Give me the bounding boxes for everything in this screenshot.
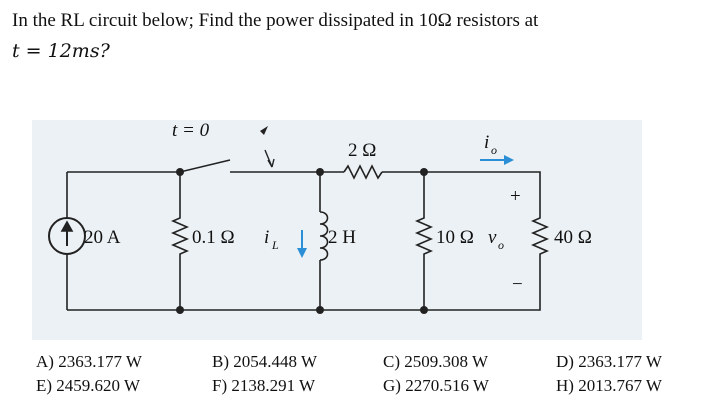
question-line-1: In the RL circuit below; Find the power …: [12, 10, 539, 31]
il-subscript: L: [271, 238, 279, 252]
answer-option-c[interactable]: C) 2509.308 W: [383, 352, 488, 371]
answer-option-d[interactable]: D) 2363.177 W: [556, 352, 662, 371]
io-arrow-icon: [504, 155, 514, 165]
resistor-10-ohm: [414, 172, 434, 310]
r3-label: 10 Ω: [436, 227, 474, 248]
answer-option-e[interactable]: E) 2459.620 W: [36, 376, 141, 395]
source-label: 20 A: [84, 227, 121, 248]
il-label: i: [264, 227, 269, 248]
circuit-svg: t = 0 20 A 0.1 Ω i L 2 H 2 Ω i o 10 Ω v …: [48, 120, 592, 314]
current-source-symbol: [48, 217, 86, 255]
io-subscript: o: [491, 143, 497, 157]
switch-label-arrow-icon: [260, 126, 268, 135]
minus-sign: −: [512, 274, 523, 295]
top-wire-right: [382, 171, 541, 203]
answer-option-a[interactable]: A) 2363.177 W: [36, 352, 142, 371]
vo-label: v: [488, 227, 497, 248]
circuit-diagram: t = 0 20 A 0.1 Ω i L 2 H 2 Ω i o 10 Ω v …: [32, 120, 642, 340]
question-line-2: t = 12ms?: [12, 40, 110, 62]
circuit-nodes: [176, 168, 428, 314]
inductor-label: 2 H: [328, 227, 356, 248]
resistor-2-ohm: [343, 164, 383, 180]
vo-subscript: o: [498, 238, 504, 252]
answer-option-b[interactable]: B) 2054.448 W: [212, 352, 317, 371]
answer-option-h[interactable]: H) 2013.767 W: [556, 376, 662, 395]
r1-label: 0.1 Ω: [192, 227, 235, 248]
r4-label: 40 Ω: [554, 227, 592, 248]
question-text: In the RL circuit below; Find the power …: [12, 6, 707, 66]
switch-arrowhead-icon: [267, 158, 275, 168]
inductor-2h: [319, 211, 329, 261]
io-label: i: [484, 132, 489, 153]
answer-option-g[interactable]: G) 2270.516 W: [383, 376, 489, 395]
answer-options: A) 2363.177 W B) 2054.448 W C) 2509.308 …: [0, 352, 715, 404]
top-wire-left: [67, 159, 231, 173]
switch-label: t = 0: [172, 120, 210, 141]
resistor-0-1-ohm: [170, 172, 190, 310]
resistor-40-ohm: [530, 203, 550, 276]
r2-label: 2 Ω: [348, 140, 376, 161]
plus-sign: +: [510, 186, 521, 207]
answer-option-f[interactable]: F) 2138.291 W: [212, 376, 316, 395]
il-arrow-icon: [297, 248, 307, 258]
source-arrow-icon: [60, 220, 74, 232]
bottom-wire: [67, 276, 541, 311]
